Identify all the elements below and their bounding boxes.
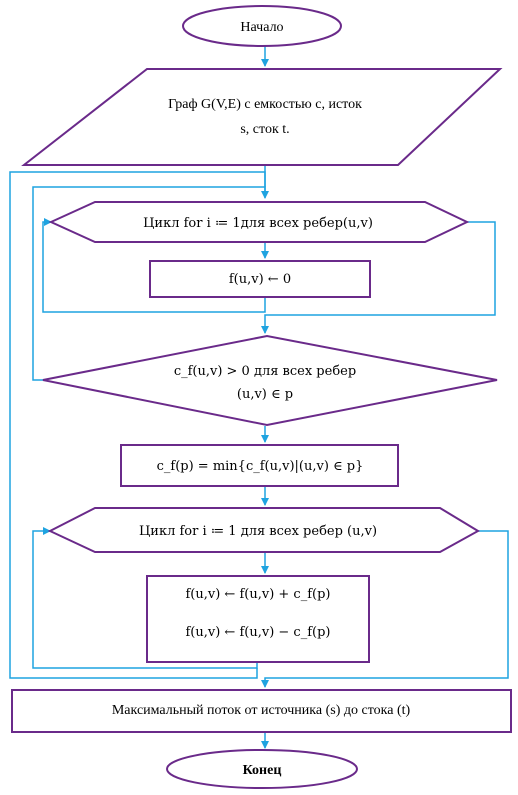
start-terminal: Начало [182,5,342,47]
init-process: f(u,v) ← 0 [149,260,371,298]
connectors [9,45,509,749]
loop2-hexagon: Цикл for i ≔ 1 для всех ребер (u,v) [47,507,480,553]
input-label-line1: Граф G(V,E) с емкостью c, исток [168,97,362,112]
loop1-hexagon: Цикл for i ≔ 1для всех ребер(u,v) [48,201,470,243]
condition-label-line1: c_f(u,v) > 0 для всех ребер [174,364,356,379]
arrow-outer-loop-to-top [9,171,266,679]
start-label: Начало [240,20,283,35]
cf-path-label: c_f(p) = min{c_f(u,v)|(u,v) ∈ p} [157,459,364,474]
end-terminal: Конец [166,749,358,789]
input-parallelogram: Граф G(V,E) с емкостью c, исток s, сток … [21,68,503,166]
loop1-label: Цикл for i ≔ 1для всех ребер(u,v) [143,216,373,231]
cf-path-process: c_f(p) = min{c_f(u,v)|(u,v) ∈ p} [120,444,399,487]
update-process: f(u,v) ← f(u,v) + c_f(p) f(u,v) ← f(u,v)… [146,575,370,663]
arrow-loop1-exit-to-condition [261,221,496,334]
arrow-init-back-to-loop1 [42,218,266,313]
arrow-updates-back-to-loop2 [32,527,258,669]
output-process: Максимальный поток от источника (s) до с… [11,689,512,733]
update-label-line2: f(u,v) ← f(u,v) − c_f(p) [186,625,331,640]
init-label: f(u,v) ← 0 [229,272,291,287]
arrow-loop2-exit-to-output [261,530,509,688]
condition-label-line2: (u,v) ∈ p [237,387,293,402]
update-label-line1: f(u,v) ← f(u,v) + c_f(p) [186,587,331,602]
end-label: Конец [243,763,282,778]
condition-decision: c_f(u,v) > 0 для всех ребер (u,v) ∈ p [42,334,498,427]
loop2-label: Цикл for i ≔ 1 для всех ребер (u,v) [139,524,377,539]
input-label-line2: s, сток t. [240,122,289,137]
output-label: Максимальный поток от источника (s) до с… [112,703,411,718]
arrow-condition-back-to-top [32,186,266,381]
